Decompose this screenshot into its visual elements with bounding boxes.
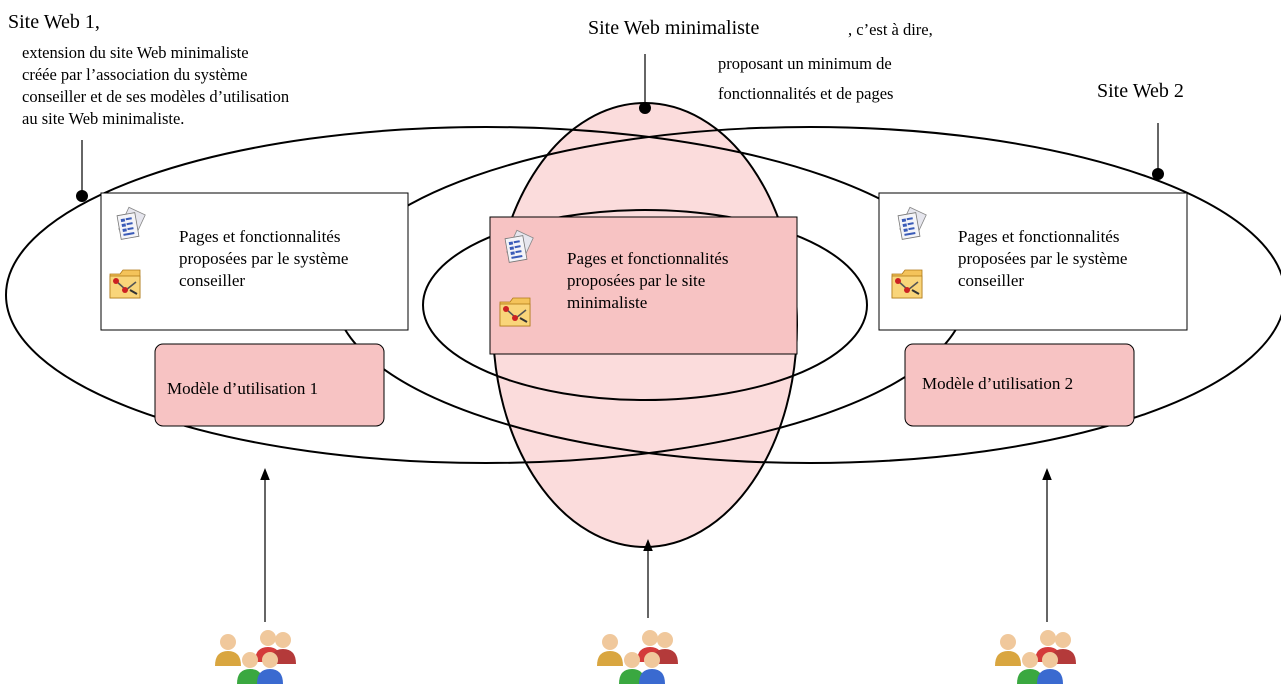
model2-label: Modèle d’utilisation 2 bbox=[922, 374, 1074, 393]
minimal-callout-dot bbox=[639, 102, 651, 114]
model2-box bbox=[904, 343, 1135, 427]
left-pages-label: Pages et fonctionnalités proposées par l… bbox=[179, 227, 349, 291]
site1-callout-dot bbox=[76, 190, 88, 202]
folder-tools-icon bbox=[109, 269, 141, 299]
left-pages-box bbox=[100, 192, 409, 331]
model1-box bbox=[154, 343, 385, 427]
minimal-core-ellipse bbox=[422, 209, 868, 401]
users-group-icon bbox=[995, 630, 1076, 684]
folder-tools-icon bbox=[891, 269, 923, 299]
minimal-site-description: proposant un minimum de fonctionnalités … bbox=[718, 54, 894, 103]
right-pages-box bbox=[878, 192, 1188, 331]
minimal-site-title: Site Web minimaliste bbox=[588, 17, 760, 39]
site2-callout-dot bbox=[1152, 168, 1164, 180]
site1-description: extension du site Web minimaliste créée … bbox=[22, 43, 290, 128]
folder-tools-icon bbox=[499, 297, 531, 327]
users-group-icon bbox=[215, 630, 296, 684]
center-pages-label: Pages et fonctionnalités proposées par l… bbox=[567, 249, 729, 313]
center-pages-box bbox=[489, 216, 798, 355]
site2-title: Site Web 2 bbox=[1097, 80, 1184, 102]
model1-label: Modèle d’utilisation 1 bbox=[167, 379, 319, 398]
site1-title: Site Web 1, bbox=[8, 11, 100, 33]
users-group-icon bbox=[597, 630, 678, 684]
minimal-site-suffix: , c’est à dire, bbox=[848, 20, 933, 39]
right-pages-label: Pages et fonctionnalités proposées par l… bbox=[958, 227, 1128, 291]
